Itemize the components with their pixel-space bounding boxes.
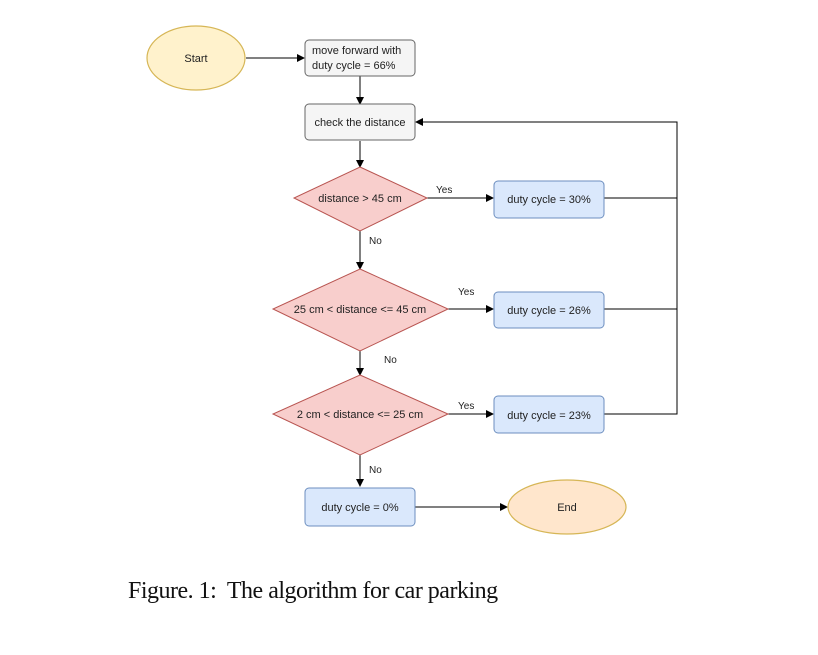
duty-30-node: duty cycle = 30% <box>493 180 605 219</box>
edges <box>246 54 678 511</box>
start-node: Start <box>146 25 246 91</box>
edge-label-no-2: No <box>384 355 397 366</box>
move-forward-label-line-2: duty cycle = 66% <box>312 60 396 72</box>
check-distance-node: check the distance <box>304 103 416 141</box>
edge-label-no-1: No <box>369 236 382 247</box>
edge-loop-back-to-check <box>415 118 678 415</box>
decision-1-label: distance > 45 cm <box>318 193 401 205</box>
move-forward-node: move forward with duty cycle = 66% <box>304 39 416 77</box>
decision-1-node: distance > 45 cm <box>292 166 429 232</box>
end-label: End <box>557 502 577 514</box>
decision-3-label: 2 cm < distance <= 25 cm <box>297 409 423 421</box>
decision-2-label: 25 cm < distance <= 45 cm <box>294 304 426 316</box>
check-distance-label: check the distance <box>314 117 405 129</box>
duty-0-node: duty cycle = 0% <box>304 487 416 527</box>
end-node: End <box>507 479 627 535</box>
duty-0-label: duty cycle = 0% <box>321 502 399 514</box>
edge-label-yes-1: Yes <box>436 185 452 196</box>
edge-label-yes-3: Yes <box>458 401 474 412</box>
figure-caption: Figure. 1: The algorithm for car parking <box>128 578 498 604</box>
duty-26-node: duty cycle = 26% <box>493 291 605 329</box>
duty-30-label: duty cycle = 30% <box>507 194 591 206</box>
move-forward-label-line-1: move forward with <box>312 45 401 57</box>
duty-26-label: duty cycle = 26% <box>507 305 591 317</box>
duty-23-label: duty cycle = 23% <box>507 410 591 422</box>
decision-2-node: 25 cm < distance <= 45 cm <box>271 268 450 352</box>
edge-label-yes-2: Yes <box>458 287 474 298</box>
decision-3-node: 2 cm < distance <= 25 cm <box>271 374 450 456</box>
start-label: Start <box>184 53 207 65</box>
duty-23-node: duty cycle = 23% <box>493 395 605 434</box>
edge-label-no-3: No <box>369 465 382 476</box>
